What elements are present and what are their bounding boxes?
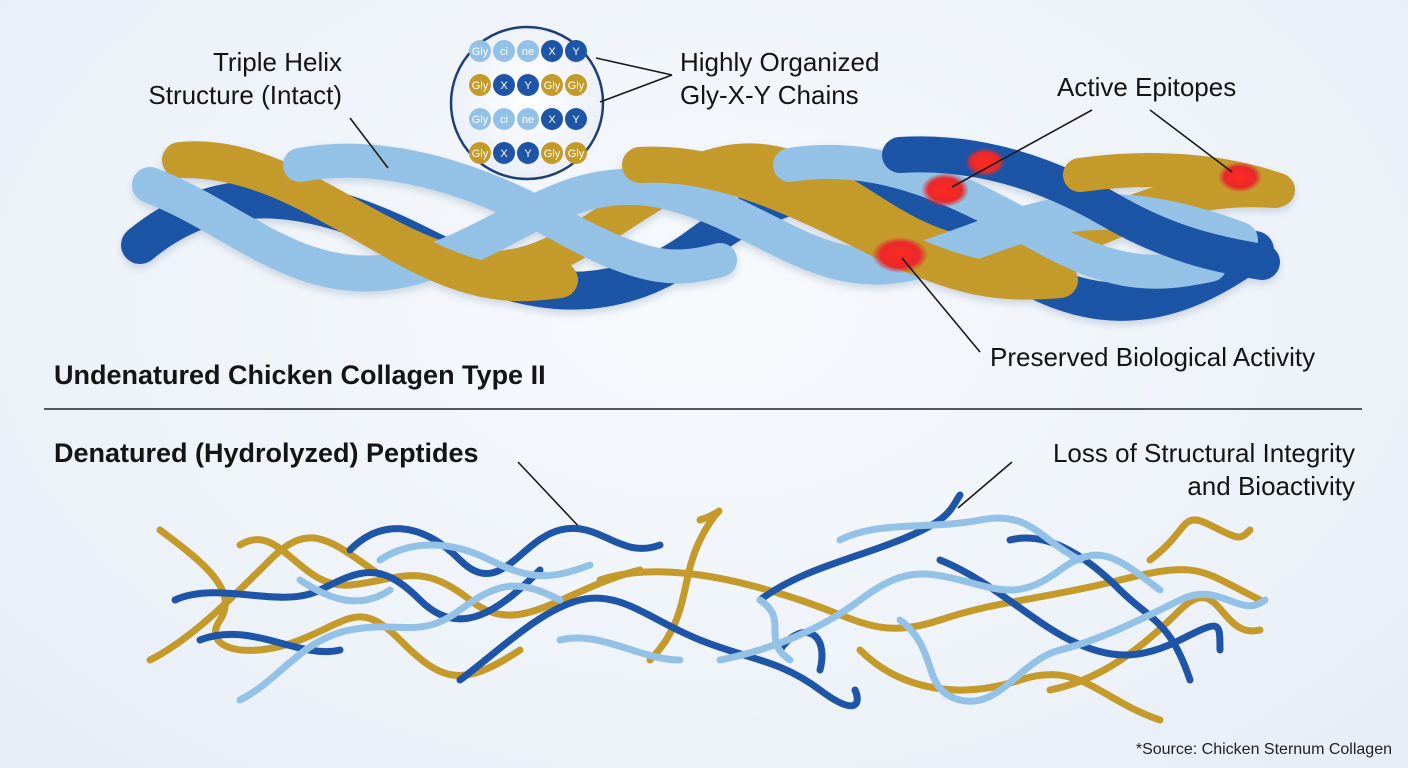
residue-label: Gly bbox=[568, 148, 585, 160]
label-triple-helix-1: Triple Helix bbox=[213, 47, 342, 77]
peptide-fragment-light-blue bbox=[376, 541, 594, 580]
inset-circle bbox=[449, 25, 605, 181]
epitope-spot bbox=[965, 148, 1005, 176]
peptide-fragment-light-blue bbox=[896, 590, 1269, 705]
peptide-fragment-dark-blue bbox=[196, 630, 344, 655]
residue-bead bbox=[469, 40, 491, 62]
epitope-spot bbox=[921, 173, 969, 207]
leader-preserved bbox=[901, 257, 981, 353]
source-note: *Source: Chicken Sternum Collagen bbox=[1136, 741, 1392, 758]
residue-bead bbox=[517, 142, 539, 164]
residue-label: Y bbox=[524, 80, 532, 92]
residue-label: Gly bbox=[568, 80, 585, 92]
label-loss-1: Loss of Structural Integrity bbox=[1053, 438, 1355, 468]
helix-strand-gold-front bbox=[167, 142, 578, 302]
peptide-fragment-light-blue bbox=[296, 576, 394, 605]
label-loss-2: and Bioactivity bbox=[1187, 471, 1355, 501]
residue-bead bbox=[469, 142, 491, 164]
residue-bead bbox=[541, 142, 563, 164]
residue-bead bbox=[541, 74, 563, 96]
residue-label: Gly bbox=[472, 80, 489, 92]
residue-bead bbox=[493, 40, 515, 62]
residue-bead bbox=[565, 142, 587, 164]
residue-bead bbox=[565, 74, 587, 96]
label-organized-1: Highly Organized bbox=[680, 47, 879, 77]
leader-epitope-2 bbox=[1149, 109, 1233, 173]
peptide-fragment-gold bbox=[146, 534, 384, 664]
label-triple-helix-2: Structure (Intact) bbox=[148, 80, 342, 110]
peptide-fragment-dark-blue bbox=[936, 556, 1224, 659]
peptide-fragment-light-blue bbox=[836, 514, 1084, 564]
peptide-fragment-dark-blue bbox=[456, 594, 861, 710]
residue-label: ne bbox=[522, 114, 534, 126]
residue-label: ci bbox=[500, 46, 508, 58]
peptide-fragment-dark-blue bbox=[756, 491, 964, 604]
leader-organized-2 bbox=[599, 74, 673, 103]
inset-residue-row: Gly X Y Gly Gly bbox=[469, 74, 587, 96]
inset-residue-row: Gly X Y Gly Gly bbox=[469, 142, 587, 164]
residue-bead bbox=[517, 108, 539, 130]
title-undenatured: Undenatured Chicken Collagen Type II bbox=[54, 360, 546, 390]
residue-bead bbox=[493, 108, 515, 130]
label-active-epitopes: Active Epitopes bbox=[1057, 72, 1236, 102]
residue-label: Gly bbox=[472, 114, 489, 126]
peptide-fragment-light-blue bbox=[236, 582, 564, 704]
helix-strand-light-blue-front bbox=[283, 143, 737, 284]
peptide-fragment-gold bbox=[236, 536, 644, 619]
residue-label: Y bbox=[572, 46, 580, 58]
residue-bead bbox=[469, 74, 491, 96]
peptide-tangle bbox=[146, 491, 1269, 724]
residue-bead bbox=[517, 40, 539, 62]
residue-label: X bbox=[500, 80, 508, 92]
residue-label: X bbox=[548, 114, 556, 126]
leader-loss bbox=[957, 461, 1013, 509]
residue-bead bbox=[565, 40, 587, 62]
residue-label: Y bbox=[572, 114, 580, 126]
residue-label: Gly bbox=[472, 148, 489, 160]
leader-epitope-1 bbox=[951, 109, 1093, 188]
residue-label: Gly bbox=[544, 148, 561, 160]
peptide-fragment-dark-blue bbox=[171, 566, 544, 623]
leader-denatured bbox=[517, 461, 583, 531]
label-organized-2: Gly-X-Y Chains bbox=[680, 80, 859, 110]
epitope-spot bbox=[872, 237, 928, 273]
peptide-fragment-light-blue bbox=[756, 596, 794, 664]
leader-lines bbox=[349, 57, 1233, 531]
helix-strand-light-blue-front-2 bbox=[773, 144, 1227, 289]
residue-label: ne bbox=[522, 46, 534, 58]
residue-bead bbox=[493, 142, 515, 164]
labels: Triple Helix Structure (Intact) Highly O… bbox=[44, 47, 1392, 758]
residue-label: Gly bbox=[544, 80, 561, 92]
peptide-fragment-gold bbox=[646, 507, 723, 664]
residue-bead bbox=[469, 108, 491, 130]
peptide-fragment-light-blue bbox=[556, 634, 684, 664]
leader-organized-1 bbox=[595, 57, 673, 76]
leader-triple-helix bbox=[349, 117, 389, 169]
residue-bead bbox=[493, 74, 515, 96]
peptide-fragment-gold bbox=[596, 566, 1264, 632]
residue-label: X bbox=[500, 148, 508, 160]
residue-bead bbox=[541, 108, 563, 130]
residue-label: Gly bbox=[472, 46, 489, 58]
residue-bead bbox=[541, 40, 563, 62]
triple-helix bbox=[121, 136, 1295, 321]
peptide-fragment-dark-blue bbox=[346, 524, 664, 578]
helix-strand-gold-front-2 bbox=[622, 146, 1078, 300]
residue-label: Y bbox=[524, 148, 532, 160]
residue-bead bbox=[565, 108, 587, 130]
residue-bead bbox=[517, 74, 539, 96]
peptide-fragment-gold bbox=[1146, 516, 1254, 564]
peptide-fragment-gold bbox=[856, 646, 1164, 724]
peptide-fragment-light-blue bbox=[716, 551, 1164, 664]
title-denatured: Denatured (Hydrolyzed) Peptides bbox=[54, 438, 479, 468]
residue-label: ci bbox=[500, 114, 508, 126]
label-preserved-activity: Preserved Biological Activity bbox=[990, 342, 1315, 372]
residue-label: X bbox=[548, 46, 556, 58]
peptide-fragment-gold bbox=[1046, 594, 1264, 694]
